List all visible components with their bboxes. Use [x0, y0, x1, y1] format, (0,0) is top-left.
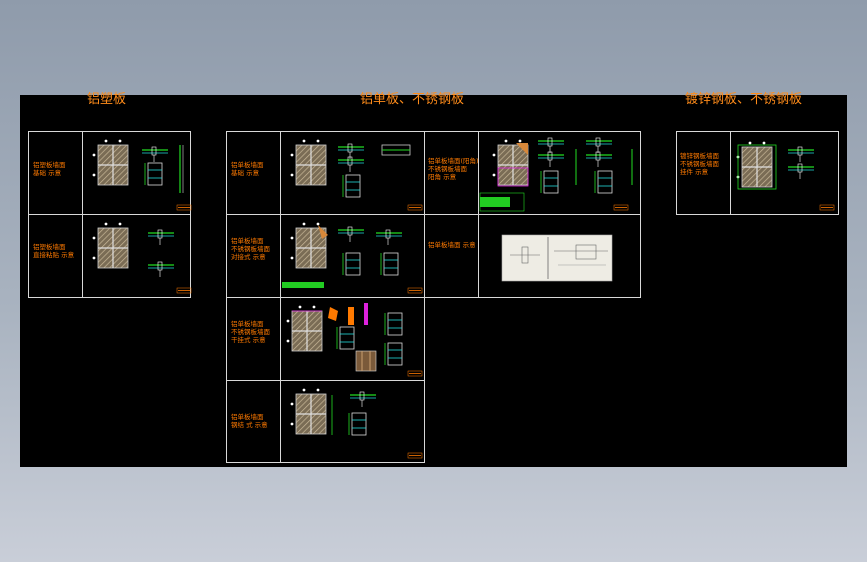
title-galvanized-stainless: 镀锌钢板、不锈钢板: [685, 92, 803, 107]
row-label-mid-4: 铝单板墙面 钢结 式 示意: [231, 413, 268, 429]
title-aluminum-plastic: 铝塑板: [87, 92, 127, 107]
row-label-left-1: 铝塑板墙面 基础 示意: [33, 161, 66, 177]
frame-middle-2: [424, 131, 641, 298]
row-label-mid2-2: 铝单板墙面 示意: [428, 241, 476, 249]
row-label-mid-3: 铝单板墙面 不锈钢板墙面 干挂式 示意: [231, 320, 270, 344]
drawing-thumbnails[interactable]: [20, 95, 847, 467]
row-label-mid2-1: 铝单板墙面(阳角) 不锈钢板墙面 阳角 示意: [428, 157, 479, 181]
row-label-mid-1: 铝单板墙面 基础 示意: [231, 161, 264, 177]
frame-right: [676, 131, 839, 215]
drawing-canvas[interactable]: 铝塑板 铝单板、不锈钢板 镀锌钢板、不锈钢板 铝塑板墙面 基础 示意 铝塑板墙面…: [20, 92, 847, 467]
row-label-left-2: 铝塑板墙面 直接粘贴 示意: [33, 243, 75, 259]
title-aluminum-single-stainless: 铝单板、不锈钢板: [360, 92, 465, 107]
row-label-mid-2: 铝单板墙面 不锈钢板墙面 对接式 示意: [231, 237, 270, 261]
row-label-right-1: 镀锌钢板墙面 不锈钢板墙面 挂件 示意: [680, 152, 719, 176]
